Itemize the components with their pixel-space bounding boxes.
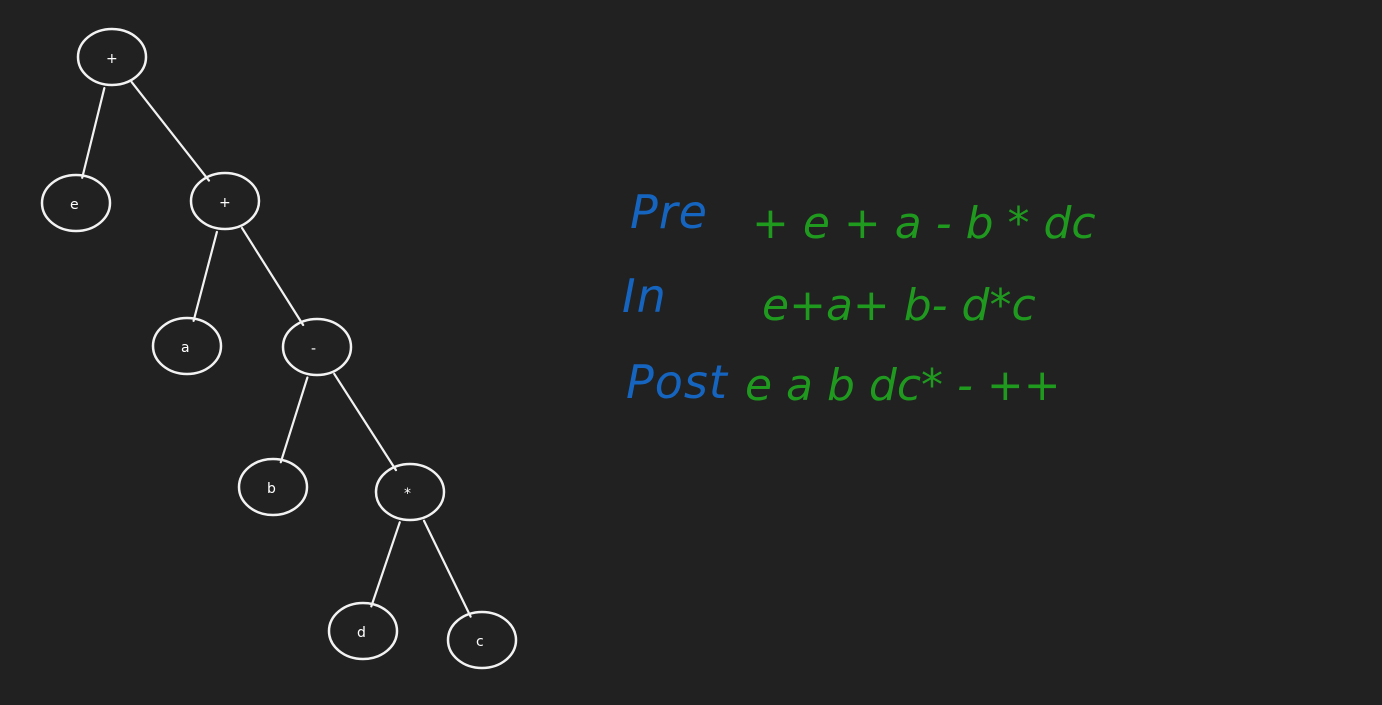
tree-edge-plus2-a	[192, 230, 218, 322]
tree-edge-plus2-minus	[240, 226, 305, 327]
tree-node-minus: -	[281, 317, 353, 377]
tree-node-ellipse	[446, 610, 518, 670]
tree-edge-star-c	[422, 519, 472, 618]
tree-node-ellipse	[374, 462, 446, 522]
tree-node-label: e	[70, 197, 79, 213]
tree-node-label: a	[181, 340, 190, 356]
tree-node-label: d	[357, 625, 366, 641]
post-value: e a b dc* - ++	[745, 360, 1061, 411]
traversal-notes: Pre + e + a - b * dc In e+a+ b- d*c Post…	[622, 185, 1096, 411]
pre-value: + e + a - b * dc	[752, 198, 1096, 249]
tree-node-c: c	[446, 610, 518, 670]
tree-edge-minus-star	[333, 372, 398, 472]
tree-edge-root-plus2	[130, 81, 211, 182]
tree-node-label: -	[311, 341, 316, 357]
pre-label: Pre	[630, 185, 708, 239]
tree-node-label: *	[404, 486, 411, 502]
tree-node-ellipse	[281, 317, 353, 377]
tree-node-ellipse	[40, 173, 112, 233]
tree-node-ellipse	[76, 27, 148, 87]
tree-node-ellipse	[189, 171, 261, 231]
tree-node-ellipse	[237, 457, 309, 517]
tree-nodes: + e + a - b * d c	[40, 27, 518, 670]
post-label: Post	[626, 355, 729, 409]
tree-node-b: b	[237, 457, 309, 517]
tree-edge-star-d	[370, 521, 401, 608]
tree-node-label: b	[267, 481, 276, 497]
tree-node-a: a	[151, 316, 223, 376]
tree-node-ellipse	[151, 316, 223, 376]
tree-node-plus2: +	[189, 171, 261, 231]
tree-node-e: e	[40, 173, 112, 233]
tree-edge-root-e	[81, 86, 106, 179]
tree-node-star: *	[374, 462, 446, 522]
tree-node-d: d	[327, 601, 399, 661]
tree-node-label: +	[219, 195, 231, 211]
in-value: e+a+ b- d*c	[762, 280, 1036, 331]
tree-node-label: +	[106, 51, 118, 67]
tree-node-ellipse	[327, 601, 399, 661]
tree-node-label: c	[476, 634, 484, 650]
in-label: In	[622, 269, 667, 323]
tree-node-root: +	[76, 27, 148, 87]
tree-edge-minus-b	[279, 376, 309, 464]
tree-edges	[81, 81, 472, 618]
